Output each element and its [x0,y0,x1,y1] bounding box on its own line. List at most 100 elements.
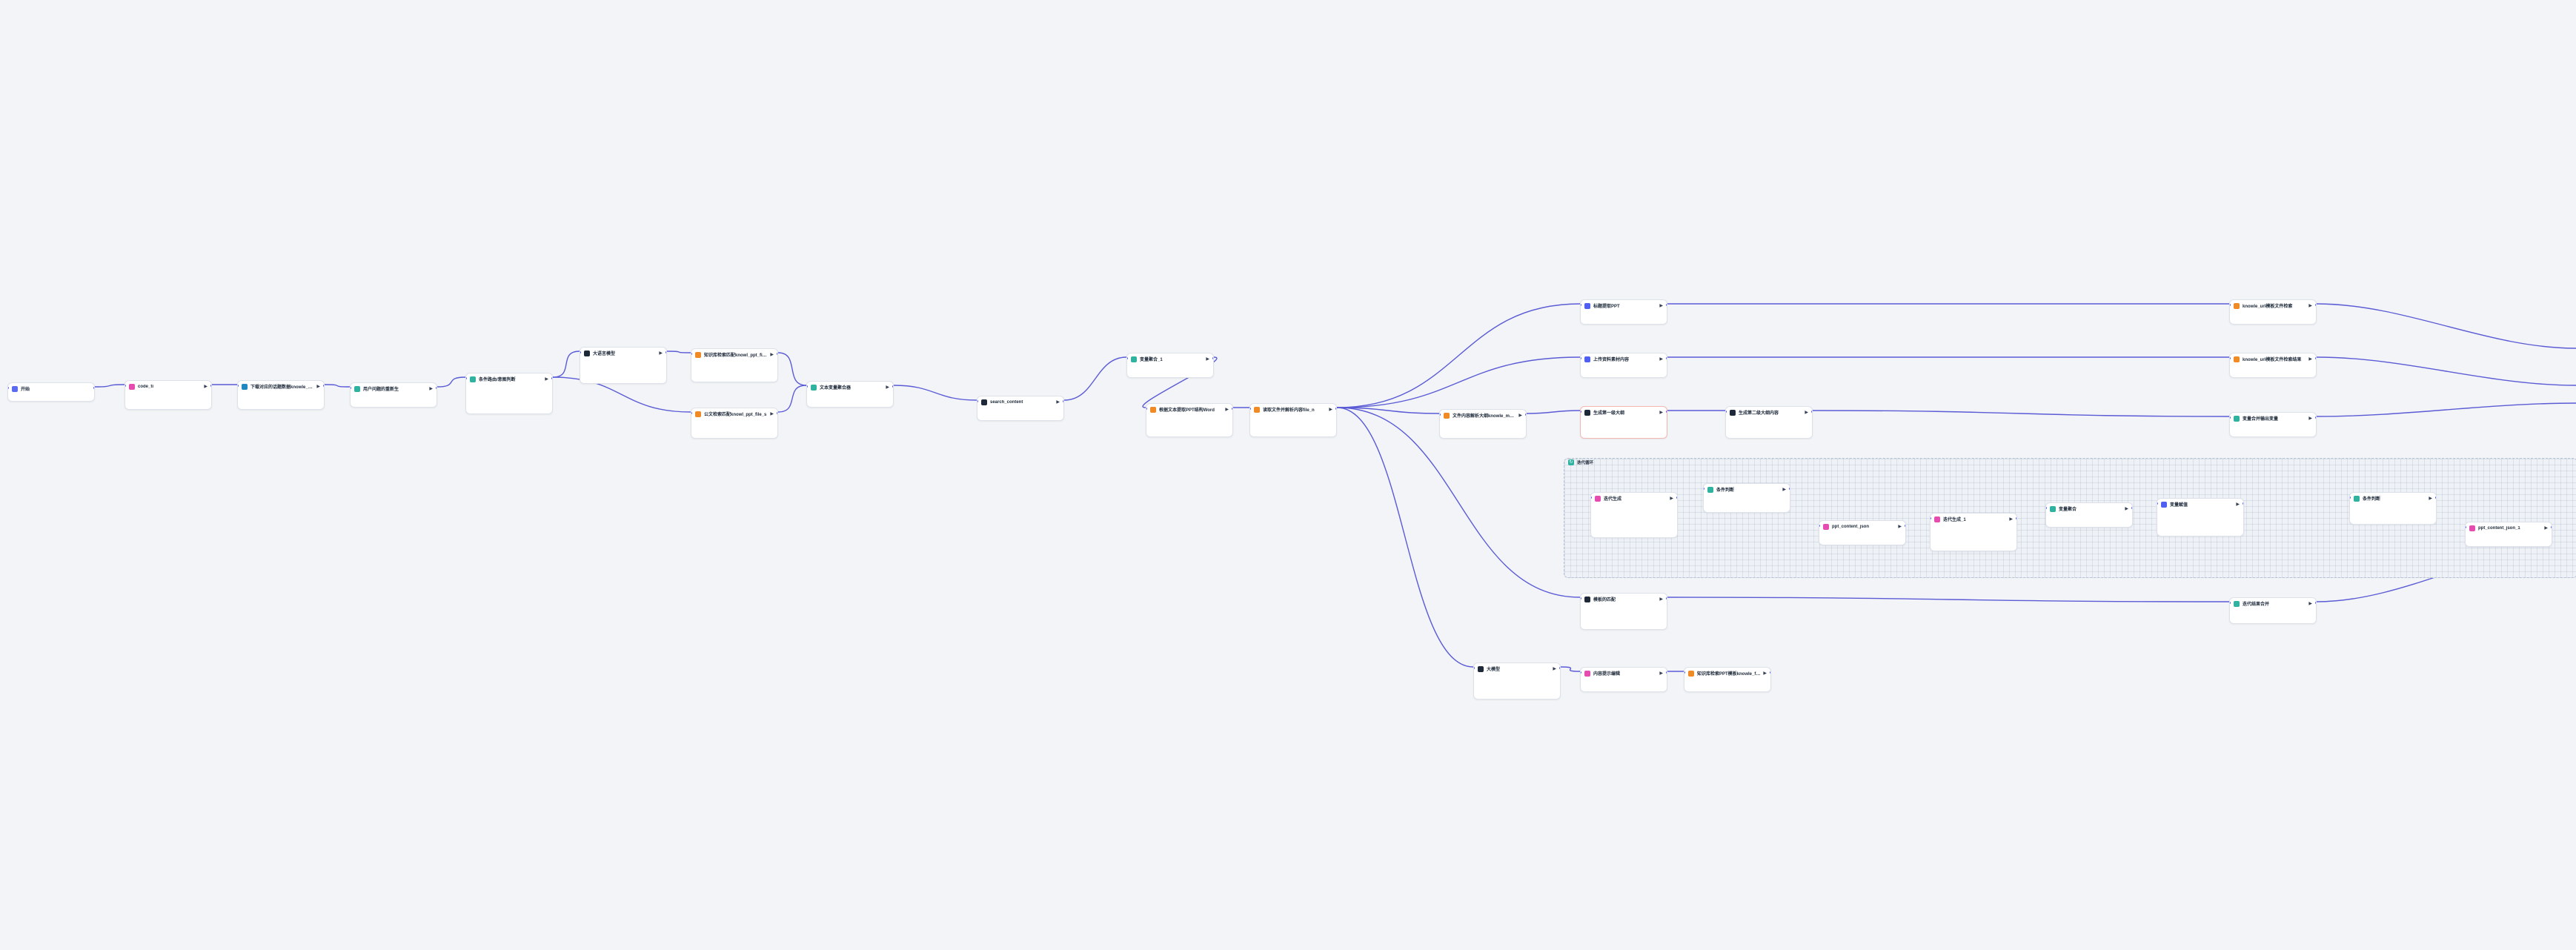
node-g7[interactable]: 条件判断▶ [2349,492,2437,525]
node-n_s[interactable]: knowle_url模板文件检索▶ [2229,299,2317,325]
input-port[interactable] [2230,601,2231,605]
run-icon[interactable]: ▶ [1670,496,1673,501]
node-header[interactable]: 标题提取PPT▶ [1581,300,1667,311]
output-port[interactable] [1231,407,1232,411]
run-icon[interactable]: ▶ [2308,602,2312,606]
edge-n_m-n_x[interactable] [1336,407,1474,668]
input-port[interactable] [466,376,468,380]
run-icon[interactable]: ▶ [1056,400,1060,405]
run-icon[interactable]: ▶ [1805,411,1808,415]
input-port[interactable] [1127,356,1129,360]
node-header[interactable]: 公文检索匹配knowl_ppt_file_s▶ [691,408,777,419]
node-n_v[interactable]: 模板的匹配▶ [1580,593,1667,630]
edge-n_j-n_k[interactable] [1063,356,1127,401]
node-n_q[interactable]: 生成第一级大纲▶ [1580,406,1667,439]
run-icon[interactable]: ▶ [1659,411,1663,415]
edge-offscreen-2[interactable] [2316,402,2576,417]
edge-n_p-n_q[interactable] [1526,410,1581,414]
node-n_d[interactable]: 用户问题的重新生▶ [350,382,437,408]
input-port[interactable] [1440,413,1441,416]
output-port[interactable] [776,352,777,356]
run-icon[interactable]: ▶ [1659,671,1663,676]
edge-n_m-n_p[interactable] [1336,407,1440,414]
run-icon[interactable]: ▶ [1659,357,1663,362]
node-n_l[interactable]: 根据文本提取PPT结构Word▶ [1146,403,1233,437]
output-port[interactable] [892,385,893,388]
node-header[interactable]: knowle_url模板文件检索结果▶ [2230,353,2316,365]
run-icon[interactable]: ▶ [1782,488,1786,492]
node-n_o[interactable]: 上传资料素材内容▶ [1580,353,1667,378]
node-g1[interactable]: 迭代生成▶ [1590,492,1678,538]
output-port[interactable] [210,384,211,388]
node-header[interactable]: 变量聚合▶ [2046,503,2132,514]
node-header[interactable]: 变量赋值▶ [2157,499,2243,510]
run-icon[interactable]: ▶ [2544,526,2548,531]
input-port[interactable] [1726,410,1727,413]
output-port[interactable] [1676,496,1677,499]
input-port[interactable] [1684,671,1686,674]
node-n_g[interactable]: 知识库检索匹配knowl_ppt_file_l▶ [691,348,778,382]
node-n_m[interactable]: 读取文件并解析内容file_n▶ [1249,403,1337,437]
output-port[interactable] [665,351,666,354]
input-port[interactable] [2466,525,2467,529]
node-n_c[interactable]: 下载对应的话题数据knowle_file_l▶ [237,380,325,410]
output-port[interactable] [1788,487,1790,491]
input-port[interactable] [580,351,582,354]
node-n_f[interactable]: 大语言模型▶ [580,347,667,384]
node-header[interactable]: ppt_content_json_1▶ [2466,522,2552,534]
edge-start-n_b[interactable] [94,384,125,388]
node-n_p[interactable]: 文件内容解析大纲knowle_model▶ [1439,409,1527,439]
output-port[interactable] [1665,597,1667,600]
output-port[interactable] [2550,525,2552,529]
input-port[interactable] [2046,506,2048,510]
run-icon[interactable]: ▶ [2125,507,2128,511]
node-header[interactable]: 变量聚合_1▶ [1127,353,1213,365]
edge-n_g-n_i[interactable] [777,352,807,386]
node-header[interactable]: 用户问题的重新生▶ [351,383,436,394]
edge-offscreen-0[interactable] [2316,303,2576,349]
input-port[interactable] [807,385,809,388]
output-port[interactable] [1665,303,1667,307]
node-n_j[interactable]: search_content▶ [977,396,1064,421]
input-port[interactable] [125,384,127,388]
input-port[interactable] [691,352,693,356]
run-icon[interactable]: ▶ [1329,408,1332,412]
node-header[interactable]: 读取文件并解析内容file_n▶ [1250,404,1336,415]
node-n_u[interactable]: 变量合并输出变量▶ [2229,412,2317,437]
edge-n_i-n_j[interactable] [893,385,977,401]
run-icon[interactable]: ▶ [2308,416,2312,421]
output-port[interactable] [551,376,552,380]
output-port[interactable] [322,384,324,388]
output-port[interactable] [1769,671,1770,674]
run-icon[interactable]: ▶ [1518,413,1522,418]
node-header[interactable]: 上传资料素材内容▶ [1581,353,1667,365]
edge-n_m-n_n[interactable] [1336,303,1581,408]
node-header[interactable]: 迭代结果合并▶ [2230,598,2316,609]
output-port[interactable] [1062,399,1063,403]
node-n_r[interactable]: 生成第二级大纲内容▶ [1725,406,1813,439]
node-header[interactable]: 文本变量聚合器▶ [807,382,893,393]
input-port[interactable] [2350,496,2351,499]
run-icon[interactable]: ▶ [2009,517,2013,522]
node-n_i[interactable]: 文本变量聚合器▶ [806,381,894,408]
run-icon[interactable]: ▶ [1763,671,1767,676]
edge-n_h-n_i[interactable] [777,385,807,413]
node-n_k[interactable]: 变量聚合_1▶ [1126,353,1214,378]
run-icon[interactable]: ▶ [204,385,208,389]
input-port[interactable] [1581,410,1582,413]
node-g3[interactable]: ppt_content_json▶ [1819,520,1906,545]
node-g5[interactable]: 变量聚合▶ [2045,502,2133,528]
node-header[interactable]: 生成第二级大纲内容▶ [1726,407,1812,418]
output-port[interactable] [2314,303,2316,307]
input-port[interactable] [1146,407,1148,411]
output-port[interactable] [1212,356,1213,360]
input-port[interactable] [2157,502,2159,505]
output-port[interactable] [93,386,94,390]
input-port[interactable] [1581,597,1582,600]
node-header[interactable]: 知识库检索PPT模板knowle_file_s▶ [1684,668,1770,679]
edge-offscreen-1[interactable] [2316,356,2576,386]
output-port[interactable] [1665,671,1667,674]
output-port[interactable] [1904,524,1905,528]
run-icon[interactable]: ▶ [1553,667,1556,671]
output-port[interactable] [1558,666,1560,670]
